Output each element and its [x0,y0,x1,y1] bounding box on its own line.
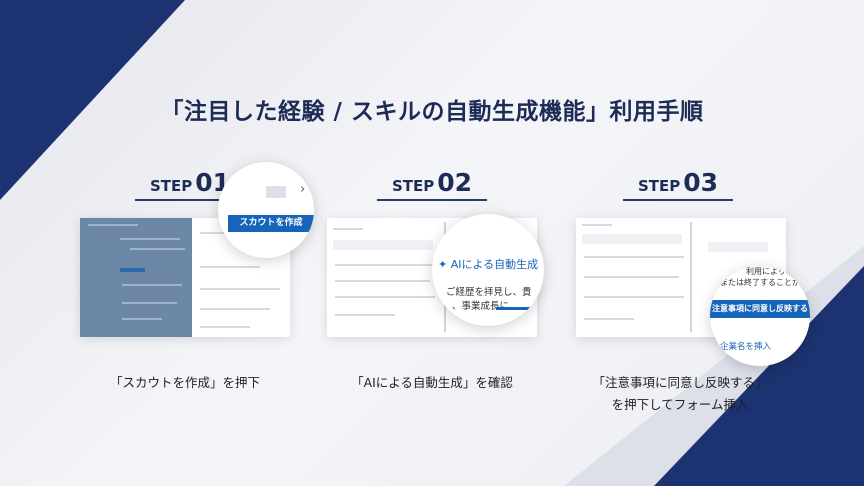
step-label: STEP [637,177,681,195]
agree-and-apply-button[interactable]: 注意事項に同意し反映する [710,300,810,318]
caption-line: 「スカウトを作成」を押下 [109,375,260,390]
page-title: 「注目した経験 / スキルの自動生成機能」利用手順 [160,99,704,125]
step-underline [623,199,733,201]
step-number: 03 [683,168,719,197]
caption-line: 「注意事項に同意し反映する」 [592,375,768,390]
progress-bar [496,307,536,310]
notice-text: または終了することがあ [720,278,808,287]
step-label: STEP [391,177,435,195]
dimmed-overlay [80,218,192,337]
create-scout-button[interactable]: スカウトを作成 [228,215,314,232]
step-underline [377,199,487,201]
step-number: 02 [437,168,473,197]
magnifier: 利用により または終了することがあ 注意事項に同意し反映する 企業名を挿入 [710,266,810,366]
sparkle-icon: ✦ [438,258,448,271]
generated-text: 、事業成長に [452,301,510,312]
generated-text: ご経歴を拝見し、貴 [446,287,532,298]
step-2-caption: 「AIによる自動生成」を確認 [312,372,552,394]
toolbar-block [266,186,286,198]
ai-generate-label[interactable]: ✦ AIによる自動生成 [438,256,538,272]
caption-line: を押下してフォーム挿入 [611,397,749,412]
step-3-caption: 「注意事項に同意し反映する」 を押下してフォーム挿入 [560,372,800,416]
step-label: STEP [149,177,193,195]
magnifier: › スカウトを作成 [218,162,314,258]
caption-line: 「AIによる自動生成」を確認 [351,375,513,390]
insert-company-name-link[interactable]: 企業名を挿入 [720,342,772,352]
chevron-right-icon: › [300,182,306,197]
step-1-caption: 「スカウトを作成」を押下 [65,372,305,394]
ai-generate-text: AIによる自動生成 [450,258,539,271]
magnifier: ✦ AIによる自動生成 ご経歴を拝見し、貴 、事業成長に [432,214,544,326]
notice-text: 利用により [746,267,786,276]
decor-triangle-top-left [0,0,185,200]
step-underline [135,199,245,201]
